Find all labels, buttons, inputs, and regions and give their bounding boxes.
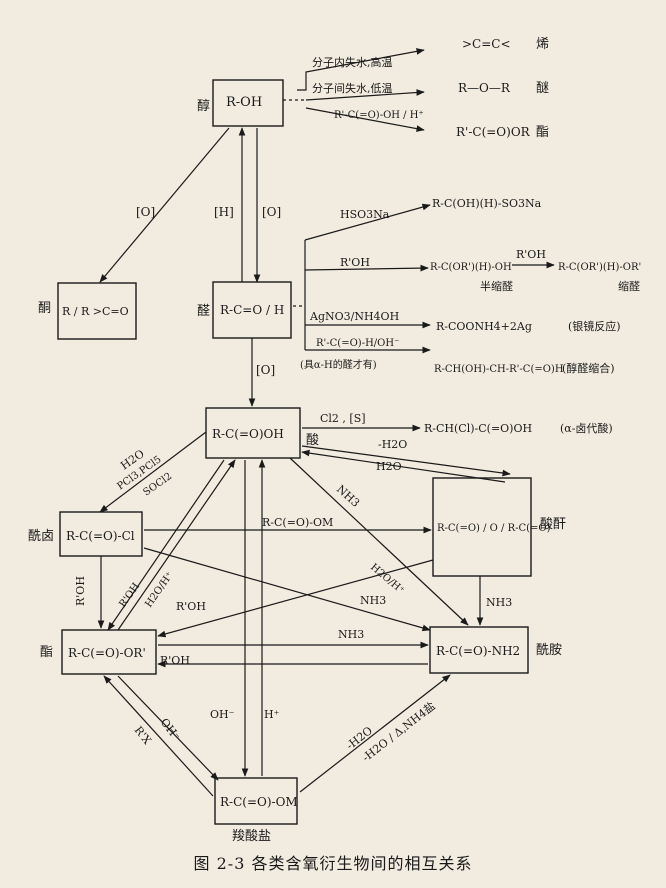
- product-ester-top-name: 酯: [536, 125, 549, 140]
- label-r-c-om: R-C(=O)-OM: [262, 516, 333, 529]
- ester-name: 酯: [40, 645, 53, 660]
- label-nh3-acid-amide: NH3: [334, 483, 362, 510]
- cond-intramolecular: 分子内失水,高温: [312, 55, 393, 69]
- aldehyde-name: 醛: [197, 303, 210, 319]
- arrow-aldehyde-to-bisulfite: [304, 203, 431, 241]
- label-oxidation-aldehyde: [O]: [262, 205, 281, 219]
- arrow-salt-to-ester: [103, 675, 214, 797]
- acid-name: 酸: [306, 433, 319, 448]
- aldehyde-formula: R-C=O / H: [220, 303, 284, 317]
- cond-intermolecular: 分子间失水,低温: [312, 82, 393, 95]
- arrow-alcohol-to-ether: [305, 89, 425, 101]
- label-oxidation-ketone: [O]: [136, 205, 155, 219]
- product-silver-name: (银镜反应): [568, 319, 621, 333]
- acid-formula: R-C(=O)OH: [212, 427, 284, 441]
- arrow-acid-to-ester: [107, 459, 225, 631]
- product-acetal: R-C(OR')(H)-OR': [558, 262, 641, 273]
- product-haloacid-name: (α-卤代酸): [560, 421, 613, 435]
- label-oh-minus: OH⁻: [210, 708, 235, 721]
- cond-halogenation: Cl2 , [S]: [320, 412, 366, 425]
- figure-caption: 图 2-3 各类含氧衍生物间的相互关系: [193, 854, 473, 873]
- cond-silver: AgNO3/NH4OH: [309, 310, 399, 323]
- label-hydrogenation: [H]: [214, 205, 234, 219]
- cond-hemiacetal: R'OH: [340, 256, 370, 269]
- acyl-halide-formula: R-C(=O)-Cl: [66, 529, 135, 543]
- arrow-acid-to-amide: [289, 457, 469, 626]
- alcohol-name: 醇: [197, 98, 210, 114]
- label-h2o-h-ester: H2O/H⁺: [143, 570, 175, 610]
- label-roh-acylhalide-ester: R'OH: [74, 576, 87, 606]
- ketone-box: [57, 282, 137, 340]
- label-roh-anhydride-ester: R'OH: [176, 600, 206, 613]
- product-alkene-name: 烯: [536, 37, 549, 52]
- cond-acetal: R'OH: [516, 248, 546, 261]
- product-acetal-name: 缩醛: [618, 279, 640, 293]
- label-roh-amide-ester: R'OH: [160, 654, 190, 667]
- arrow-alcohol-to-ketone: [99, 127, 230, 283]
- label-h2o-anhydride: H2O: [376, 460, 402, 473]
- acyl-halide-name: 酰卤: [28, 528, 54, 544]
- label-minus-h2o-anhydride: -H2O: [378, 438, 407, 451]
- amide-formula: R-C(=O)-NH2: [436, 644, 520, 658]
- arrow-ester-to-acid: [117, 459, 236, 631]
- arrow-ester-to-salt: [117, 675, 219, 781]
- product-hemiacetal: R-C(OR')(H)-OH: [430, 262, 512, 273]
- product-aldol-name: (醇醛缩合): [562, 361, 615, 375]
- arrow-anhydride-to-acid: [301, 449, 506, 483]
- arrow-aldehyde-to-hemiacetal: [304, 264, 429, 272]
- salt-box: [214, 777, 298, 825]
- label-h2o-h-amide: H2O/H⁺: [368, 562, 406, 597]
- arrow-alcohol-to-ester-top: [305, 107, 425, 132]
- arrow-salt-to-amide: [299, 674, 451, 793]
- label-oxidation-acid: [O]: [256, 363, 275, 377]
- label-nh3-anhydride-amide: NH3: [486, 596, 512, 609]
- product-ether-name: 醚: [536, 81, 549, 96]
- ketone-formula: R / R >C=O: [62, 305, 129, 318]
- product-haloacid: R-CH(Cl)-C(=O)OH: [424, 422, 532, 435]
- salt-name: 羧酸盐: [232, 828, 271, 844]
- product-silver: R-COONH4+2Ag: [436, 320, 532, 333]
- label-nh3-ester-amide: NH3: [338, 628, 364, 641]
- arrow-anhydride-to-ester: [157, 559, 434, 638]
- label-roh-h: R'OH: [117, 581, 142, 610]
- alcohol-formula: R-OH: [226, 95, 262, 110]
- ester-formula: R-C(=O)-OR': [68, 646, 146, 660]
- acid-box: [205, 407, 301, 459]
- cond-aldol: R'-C(=O)-H/OH⁻: [316, 338, 399, 349]
- product-ester-top: R'-C(=O)OR: [456, 125, 531, 139]
- arrow-alcohol-to-alkene: [297, 48, 425, 91]
- product-alkene: >C=C<: [462, 37, 511, 51]
- cond-aldol-note: (具α-H的醛才有): [300, 358, 377, 371]
- cond-esterification: R'-C(=O)-OH / H⁺: [334, 110, 424, 121]
- product-bisulfite: R-C(OH)(H)-SO3Na: [432, 197, 542, 210]
- arrow-acid-to-acylhalide: [99, 431, 207, 513]
- cond-bisulfite: HSO3Na: [340, 208, 390, 221]
- salt-formula: R-C(=O)-OM: [220, 795, 298, 809]
- anhydride-formula: R-C(=O) / O / R-C(=O): [437, 523, 551, 534]
- arrow-acid-to-anhydride: [301, 445, 511, 477]
- label-nh3-acylhalide-amide: NH3: [360, 594, 386, 607]
- product-ether: R—O—R: [458, 81, 511, 95]
- alcohol-box: [212, 79, 284, 127]
- amide-name: 酰胺: [536, 643, 562, 658]
- label-h-plus: H⁺: [264, 708, 280, 721]
- ketone-name: 酮: [38, 301, 51, 316]
- arrow-acylhalide-to-amide: [143, 547, 431, 632]
- product-aldol: R-CH(OH)-CH-R'-C(=O)H: [434, 364, 564, 375]
- amide-box: [429, 626, 529, 674]
- anhydride-name: 酸酐: [540, 517, 566, 532]
- product-hemiacetal-name: 半缩醛: [480, 279, 513, 293]
